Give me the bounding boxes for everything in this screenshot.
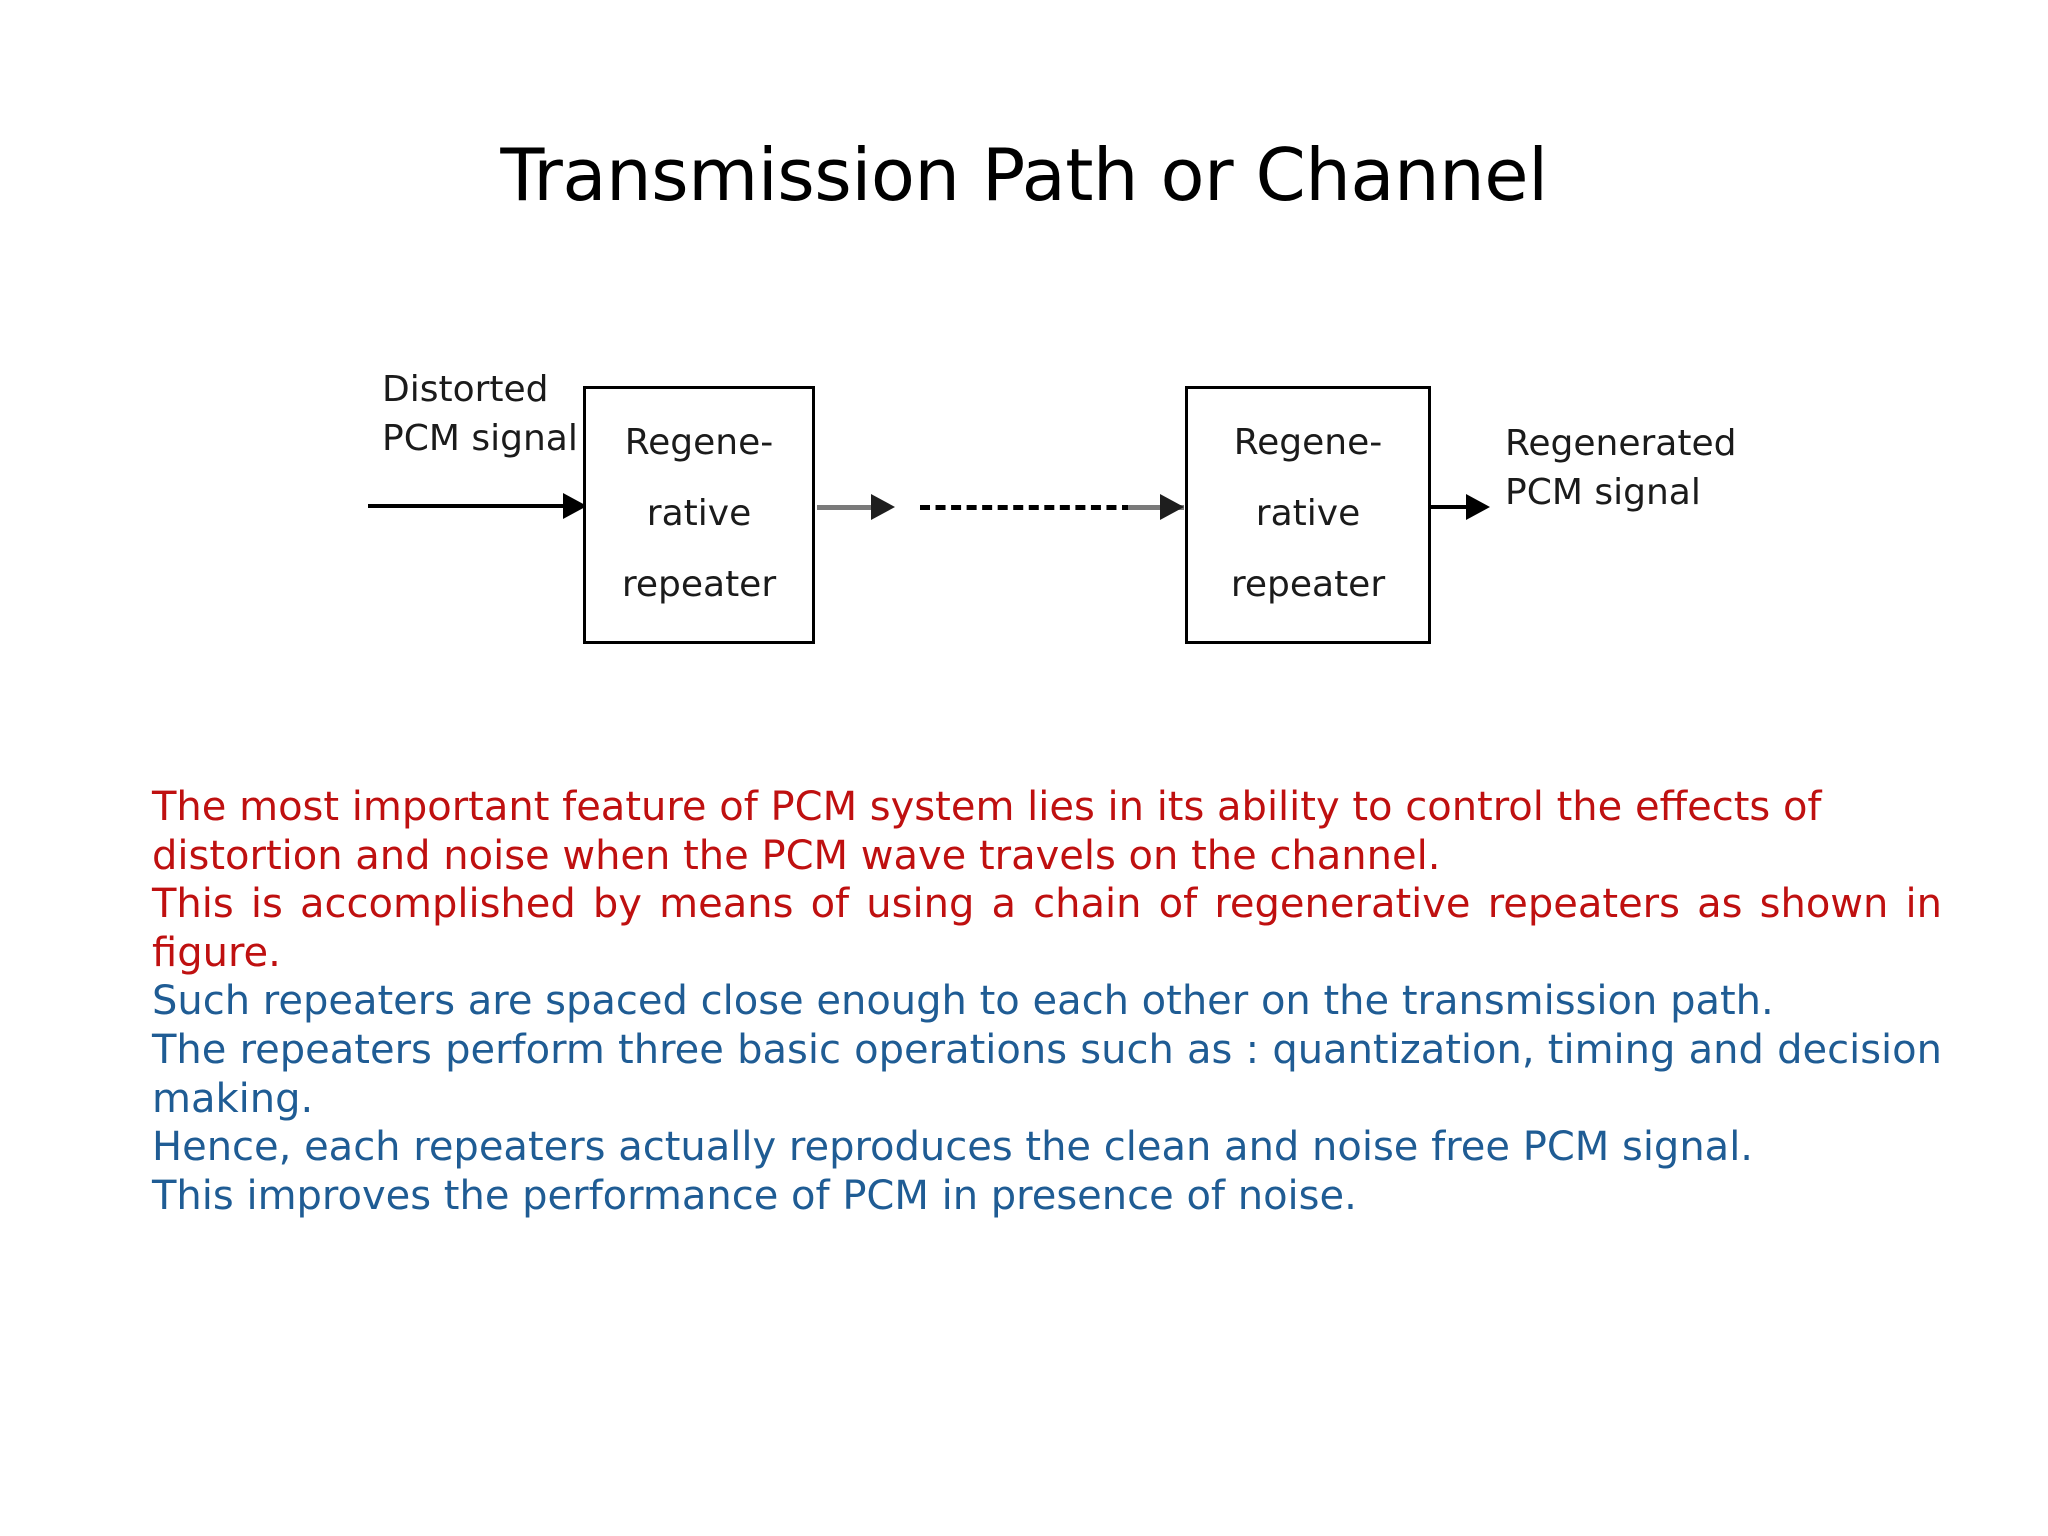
body-paragraph-1: The most important feature of PCM system…	[152, 784, 1822, 879]
repeater-box-1-line1: Regene-	[624, 421, 774, 463]
output-arrow-head-icon	[1466, 494, 1490, 520]
output-arrow-line	[1431, 505, 1475, 509]
output-signal-label: Regenerated PCM signal	[1505, 420, 1737, 517]
body-text-block: The most important feature of PCM system…	[152, 783, 1942, 1220]
connector-stub-left	[817, 505, 875, 510]
body-paragraph-5: Hence, each repeaters actually reproduce…	[152, 1124, 1754, 1171]
connector-dashed-line	[920, 505, 1132, 510]
output-signal-label-line1: Regenerated	[1505, 423, 1737, 464]
output-signal-label-line2: PCM signal	[1505, 471, 1701, 513]
page-title: Transmission Path or Channel	[500, 133, 1548, 217]
input-signal-label: Distorted PCM signal	[382, 366, 578, 463]
repeater-box-2-line2: rative	[1255, 492, 1361, 534]
repeater-box-1-line2: rative	[646, 492, 752, 534]
body-paragraph-3: Such repeaters are spaced close enough t…	[152, 978, 1774, 1025]
repeater-chain-diagram: Distorted PCM signal Regene- rative repe…	[330, 340, 1750, 660]
input-signal-label-line1: Distorted	[382, 369, 549, 410]
repeater-box-2-line1: Regene-	[1233, 421, 1383, 463]
body-paragraph-2: This is accomplished by means of using a…	[152, 881, 1942, 976]
repeater-box-1-line3: repeater	[621, 564, 777, 606]
input-signal-label-line2: PCM signal	[382, 417, 578, 459]
body-paragraph-4: The repeaters perform three basic operat…	[152, 1026, 1942, 1122]
repeater-box-1: Regene- rative repeater	[583, 386, 815, 644]
repeater-box-2-line3: repeater	[1230, 564, 1386, 606]
input-arrow-line	[368, 504, 578, 508]
connector-arrow-head-1-icon	[871, 494, 895, 520]
repeater-box-2: Regene- rative repeater	[1185, 386, 1431, 644]
body-paragraph-6: This improves the performance of PCM in …	[152, 1172, 1357, 1219]
connector-arrow-head-2-icon	[1160, 494, 1184, 520]
connector-stub-right	[1128, 505, 1184, 510]
